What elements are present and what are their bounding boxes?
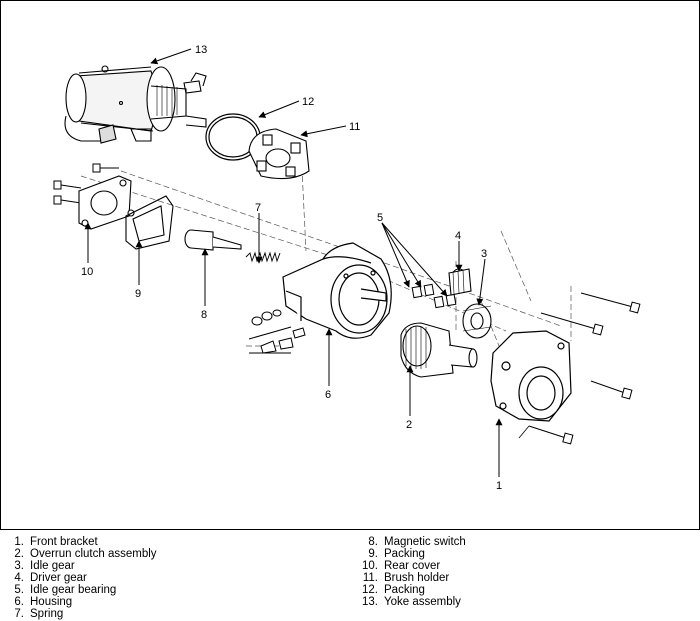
legend-text: Idle gear bearing <box>30 584 117 596</box>
legend-text: Magnetic switch <box>384 536 466 548</box>
callout-7: 7 <box>255 202 261 214</box>
legend-item: 13. Yoke assembly <box>360 596 466 608</box>
callout-10: 10 <box>81 266 93 278</box>
legend-text: Brush holder <box>384 572 450 584</box>
callout-2: 2 <box>406 419 412 431</box>
callout-12: 12 <box>302 96 314 108</box>
callout-1: 1 <box>496 480 502 492</box>
legend-column-right: 8. Magnetic switch 9. Packing 10. Rear cove… <box>360 536 466 608</box>
legend-item: 4. Driver gear <box>6 572 157 584</box>
housing <box>282 242 392 339</box>
legend-item: 6. Housing <box>6 596 157 608</box>
legend-item: 9. Packing <box>360 548 466 560</box>
legend-number: 9. <box>368 548 378 560</box>
legend-text: Yoke assembly <box>384 596 461 608</box>
legend-item: 8. Magnetic switch <box>360 536 466 548</box>
legend-item: 11. Brush holder <box>360 572 466 584</box>
legend-text: Front bracket <box>30 536 98 548</box>
legend-text: Idle gear <box>30 560 75 572</box>
starter-motor-exploded-diagram: 13 12 11 7 5 4 3 10 9 8 6 2 1 <box>53 44 641 492</box>
legend-item: 10. Rear cover <box>360 560 466 572</box>
spring <box>245 251 281 263</box>
legend-text: Overrun clutch assembly <box>30 548 157 560</box>
idle-gear-bearing <box>411 283 457 309</box>
legend-text: Driver gear <box>30 572 87 584</box>
driver-gear <box>448 268 472 296</box>
legend-number: 6. <box>14 596 24 608</box>
yoke-assembly <box>64 65 207 144</box>
legend-number: 2. <box>14 548 24 560</box>
legend-column-left: 1. Front bracket 2. Overrun clutch assembl… <box>6 536 157 620</box>
callout-6: 6 <box>325 389 331 401</box>
legend-item: 2. Overrun clutch assembly <box>6 548 157 560</box>
rear-screws <box>53 163 119 205</box>
legend-text: Spring <box>30 608 64 620</box>
exploded-view-figure: 13 12 11 7 5 4 3 10 9 8 6 2 1 <box>0 0 700 530</box>
through-bolts <box>518 292 641 445</box>
idle-gear <box>462 303 492 339</box>
legend-number: 12. <box>362 584 378 596</box>
overrun-clutch-assembly <box>400 322 478 378</box>
legend-item: 1. Front bracket <box>6 536 157 548</box>
callout-3: 3 <box>481 248 487 260</box>
callout-8: 8 <box>201 309 207 321</box>
callout-9: 9 <box>135 288 141 300</box>
parts-legend: 1. Front bracket 2. Overrun clutch assembl… <box>0 536 700 621</box>
legend-number: 4. <box>14 572 24 584</box>
callout-13: 13 <box>195 44 207 56</box>
callout-11: 11 <box>349 121 360 133</box>
magnetic-switch <box>184 229 242 251</box>
leader-lines <box>84 48 503 477</box>
legend-number: 13. <box>362 596 378 608</box>
legend-text: Packing <box>384 548 425 560</box>
callout-5: 5 <box>377 212 383 224</box>
rear-cover <box>78 175 135 230</box>
legend-text: Housing <box>30 596 73 608</box>
front-bracket <box>490 330 572 422</box>
packing-gasket <box>125 195 174 250</box>
legend-text: Packing <box>384 584 425 596</box>
legend-number: 7. <box>14 608 24 620</box>
legend-number: 8. <box>368 536 378 548</box>
washers-terminals <box>248 309 306 354</box>
legend-item: 7. Spring <box>6 608 157 620</box>
legend-item: 5. Idle gear bearing <box>6 584 157 596</box>
callout-4: 4 <box>455 230 461 242</box>
legend-number: 3. <box>14 560 24 572</box>
legend-number: 1. <box>14 536 24 548</box>
legend-number: 5. <box>14 584 24 596</box>
legend-number: 11. <box>362 572 378 584</box>
legend-item: 3. Idle gear <box>6 560 157 572</box>
brush-holder <box>248 128 310 180</box>
legend-number: 10. <box>362 560 378 572</box>
legend-text: Rear cover <box>384 560 441 572</box>
legend-item: 12. Packing <box>360 584 466 596</box>
